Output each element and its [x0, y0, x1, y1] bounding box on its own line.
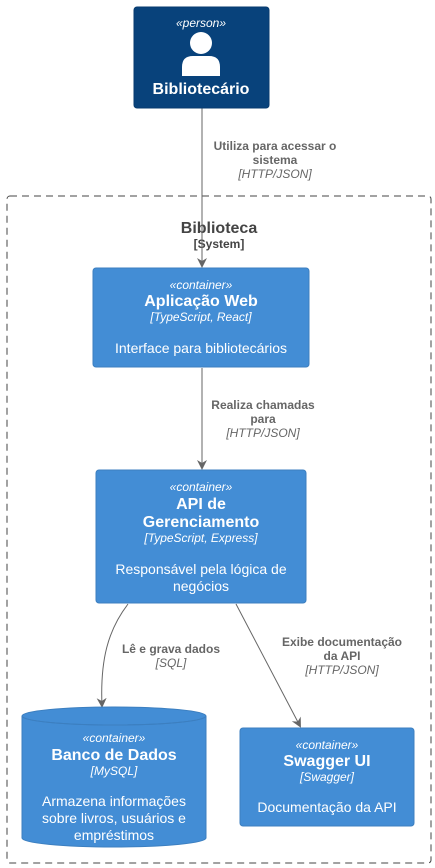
edge-label-line: Utiliza para acessar o — [214, 139, 337, 153]
container-api-gerenciamento[interactable]: «container» API de Gerenciamento [TypeSc… — [95, 469, 307, 604]
container-swagger-ui[interactable]: «container» Swagger UI [Swagger] Documen… — [239, 727, 415, 827]
container-technology: [TypeScript, React] — [149, 310, 252, 324]
edge-label-line: sistema — [253, 153, 298, 167]
edge-technology: [HTTP/JSON] — [304, 663, 379, 677]
container-stereotype: «container» — [170, 480, 233, 494]
container-technology: [MySQL] — [90, 764, 138, 778]
container-name: Gerenciamento — [143, 514, 260, 531]
container-stereotype: «container» — [296, 738, 359, 752]
container-stereotype: «container» — [83, 731, 146, 745]
person-name: Bibliotecário — [153, 81, 250, 98]
edge-label-api-db: Lê e grava dados [SQL] — [122, 642, 220, 670]
container-name: Banco de Dados — [51, 747, 176, 764]
container-description: Documentação da API — [257, 799, 396, 815]
container-name: Aplicação Web — [144, 293, 258, 310]
edge-label-person-web: Utiliza para acessar o sistema [HTTP/JSO… — [214, 139, 337, 181]
container-description: Armazena informações — [42, 793, 186, 809]
container-name: API de — [176, 496, 226, 513]
container-description: Interface para bibliotecários — [115, 340, 287, 356]
container-description: empréstimos — [74, 827, 154, 843]
container-technology: [TypeScript, Express] — [143, 531, 258, 545]
container-technology: [Swagger] — [299, 770, 355, 784]
edge-technology: [SQL] — [155, 656, 187, 670]
edge-api-db — [96, 603, 129, 708]
edge-label-line: Exibe documentação — [282, 635, 402, 649]
edge-label-line: Realiza chamadas — [211, 398, 315, 412]
container-name: Swagger UI — [283, 753, 370, 770]
edge-technology: [HTTP/JSON] — [237, 167, 312, 181]
boundary-type: [System] — [194, 237, 245, 251]
person-icon — [182, 32, 220, 76]
edge-technology: [HTTP/JSON] — [225, 426, 300, 440]
edge-label-api-swagger: Exibe documentação da API [HTTP/JSON] — [282, 635, 402, 677]
person-stereotype: «person» — [176, 16, 226, 30]
person-bibliotecario[interactable]: «person» Bibliotecário — [133, 6, 270, 109]
edge-label-line: da API — [324, 649, 361, 663]
system-boundary: Biblioteca [System] — [6, 195, 432, 864]
boundary-title: Biblioteca — [181, 220, 258, 237]
container-aplicacao-web[interactable]: «container» Aplicação Web [TypeScript, R… — [92, 267, 310, 368]
edge-label-web-api: Realiza chamadas para [HTTP/JSON] — [211, 398, 315, 440]
container-description: Responsável pela lógica de — [115, 561, 286, 577]
edge-api-swagger — [235, 603, 301, 728]
container-banco-de-dados[interactable]: «container» Banco de Dados [MySQL] Armaz… — [21, 706, 207, 848]
container-stereotype: «container» — [170, 278, 233, 292]
edge-label-line: Lê e grava dados — [122, 642, 220, 656]
container-description: sobre livros, usuários e — [42, 810, 186, 826]
container-description: negócios — [173, 578, 229, 594]
edge-label-line: para — [250, 412, 276, 426]
